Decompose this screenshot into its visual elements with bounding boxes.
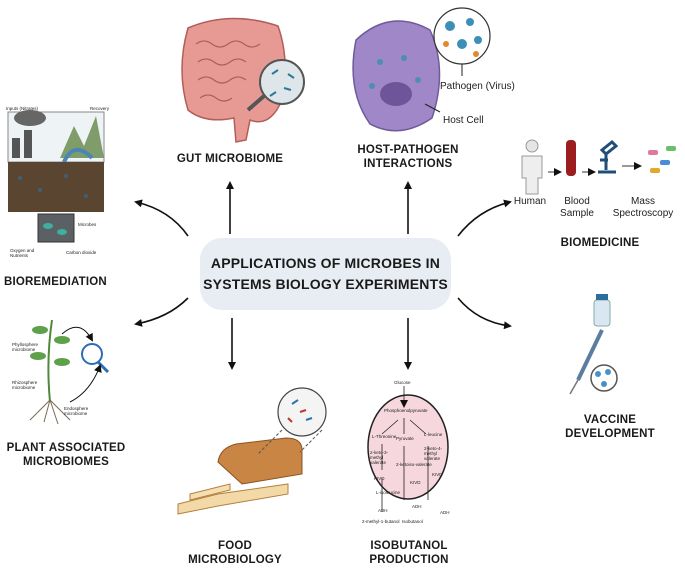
- plant-line1: PLANT ASSOCIATED: [6, 442, 126, 454]
- pathway-kiv: 2-ketoiso-valerate: [396, 462, 432, 467]
- plant-label: PLANT ASSOCIATED MICROBIOMES: [0, 441, 132, 469]
- blood-line2: Sample: [560, 208, 594, 219]
- plant-line2: MICROBIOMES: [23, 456, 109, 468]
- food-line1: FOOD: [217, 540, 253, 552]
- mass-label: Mass Spectroscopy: [604, 196, 682, 220]
- pathway-adh-2: ADH: [412, 504, 422, 509]
- plant-note-3: Endosphere microbiome: [64, 406, 89, 416]
- pathogen-label: Pathogen (Virus): [440, 81, 515, 92]
- pathway-keto4: 2-keto-4-methyl valerate: [424, 446, 443, 461]
- pathway-pep: Phosphoenolpyruvate: [384, 408, 428, 413]
- pathway-kivd-2: KIVD: [410, 480, 421, 485]
- center-box: [200, 238, 451, 310]
- plant-illustration: [29, 319, 110, 425]
- vaccine-line2: DEVELOPMENT: [565, 428, 655, 440]
- gut-illustration: [181, 17, 305, 143]
- host-label-line1: HOST-PATHOGEN: [357, 144, 459, 156]
- food-line2: MICROBIOLOGY: [188, 554, 282, 566]
- pathway-thr: L-Threonine: [372, 434, 397, 439]
- host-label-line2: INTERACTIONS: [363, 158, 453, 170]
- pathway-glucose: Glucose: [394, 380, 411, 385]
- food-illustration: [177, 387, 327, 515]
- bioremed-inputs: Inputs (Nitrates): [6, 106, 39, 111]
- bioremed-recovery: Recovery: [90, 106, 110, 111]
- bioremed-microbes: Microbes: [78, 222, 97, 227]
- pathway-iso: Isobutanol: [402, 519, 423, 524]
- bioremed-oxygen: Oxygen and Nutrients: [10, 248, 35, 258]
- isobutanol-line2: PRODUCTION: [369, 554, 449, 566]
- pathway-kivd-1: KIVD: [374, 476, 385, 481]
- pathway-pyr: Pyruvate: [396, 436, 414, 441]
- bioremediation-label: BIOREMEDIATION: [4, 276, 107, 288]
- isobutanol-label: ISOBUTANOL PRODUCTION: [344, 539, 474, 567]
- food-label: FOOD MICROBIOLOGY: [180, 539, 290, 567]
- mass-line1: Mass: [631, 196, 655, 207]
- pathway-leu: L-leucine: [424, 432, 443, 437]
- center-title-line2: SYSTEMS BIOLOGY EXPERIMENTS: [203, 276, 448, 292]
- pathway-ile: L-isoleucine: [376, 490, 401, 495]
- host-cell-label: Host Cell: [443, 115, 484, 126]
- biomedicine-label: BIOMEDICINE: [560, 237, 640, 249]
- center-title: APPLICATIONS OF MICROBES IN SYSTEMS BIOL…: [200, 253, 451, 295]
- pathway-kivd-3: KIVD: [432, 472, 443, 477]
- vaccine-illustration: [569, 294, 618, 395]
- gut-label: GUT MICROBIOME: [176, 153, 284, 165]
- pathway-adh-1: ADH: [378, 508, 388, 513]
- pathway-adh-3: ADH: [440, 510, 450, 515]
- arrows: [134, 181, 512, 370]
- blood-line1: Blood: [564, 196, 590, 207]
- pathway-mb: 2-methyl-1-butanol: [362, 519, 400, 524]
- bioremediation-illustration: [7, 110, 105, 243]
- host-cell-illustration: [352, 7, 491, 132]
- center-title-line1: APPLICATIONS OF MICROBES IN: [210, 255, 441, 271]
- arrow-to-vaccine: [457, 297, 512, 330]
- vaccine-label: VACCINE DEVELOPMENT: [560, 413, 660, 441]
- human-label: Human: [513, 196, 547, 207]
- plant-note-2: Rhizosphere microbiome: [12, 380, 38, 390]
- arrow-to-biomedicine: [457, 199, 512, 237]
- pathway-keto3: 2-keto-3-methyl valerate: [370, 450, 389, 465]
- biomedicine-illustration: [521, 139, 676, 195]
- vaccine-line1: VACCINE: [583, 414, 637, 426]
- arrow-to-bioremediation: [134, 199, 189, 237]
- blood-label: Blood Sample: [552, 196, 602, 220]
- isobutanol-line1: ISOBUTANOL: [370, 540, 448, 552]
- host-label: HOST-PATHOGEN INTERACTIONS: [338, 143, 478, 171]
- arrow-to-plant: [134, 297, 189, 327]
- mass-line2: Spectroscopy: [612, 208, 674, 219]
- bioremed-carbon: Carbon dioxide: [66, 250, 97, 255]
- isobutanol-illustration: [367, 386, 449, 512]
- plant-note-1: Phyllosphere microbiome: [12, 342, 39, 352]
